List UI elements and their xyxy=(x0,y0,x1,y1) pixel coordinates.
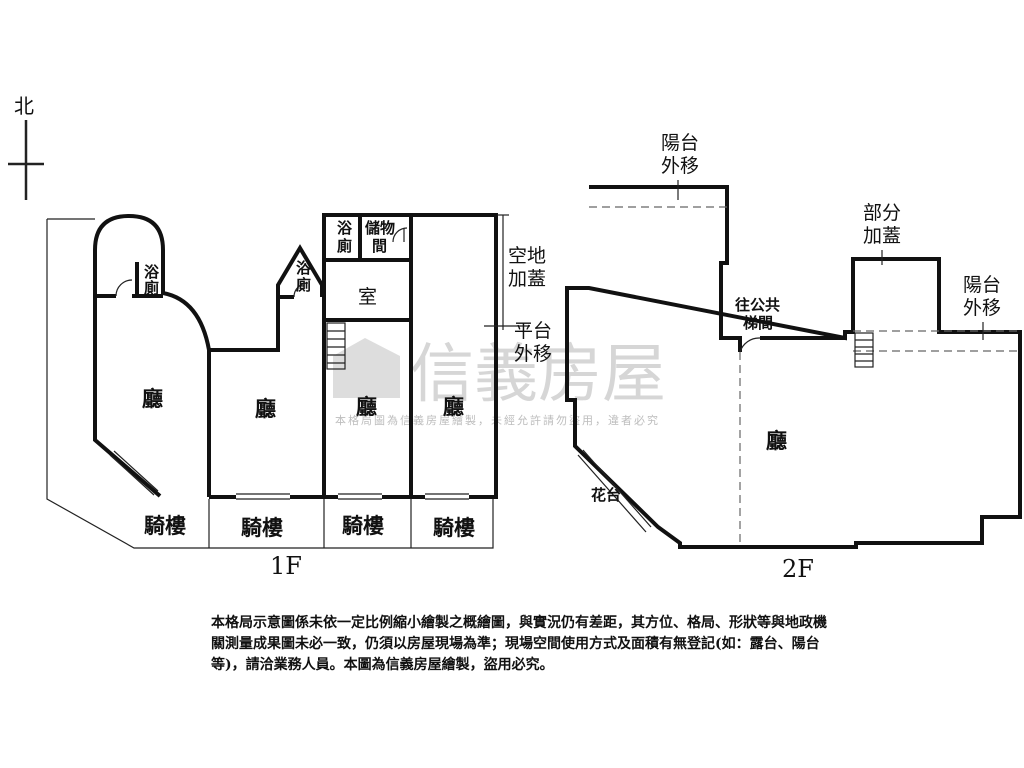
stairwell-label: 梯間 xyxy=(743,314,773,332)
platform-note: 平台 xyxy=(514,320,552,342)
brand-logo-icon xyxy=(333,338,400,398)
stair-icon xyxy=(854,332,874,368)
disclaimer-text: 本格局示意圖係未依一定比例縮小繪製之概繪圖，與實況仍有差距，其方位、格局、形狀等… xyxy=(211,615,827,673)
floor-label-2f: 2F xyxy=(782,555,814,583)
bathroom-label: 浴 xyxy=(337,219,353,237)
stair-icon xyxy=(326,322,346,370)
storage-label: 間 xyxy=(372,237,387,255)
bathroom-label: 廁 xyxy=(337,237,352,255)
stairwell-label: 往公共 xyxy=(735,296,780,314)
arcade-label: 騎樓 xyxy=(144,513,186,538)
balcony-note: 外移 xyxy=(963,297,1001,319)
north-label: 北 xyxy=(14,94,34,118)
platform-note: 外移 xyxy=(514,343,552,365)
watermark: 信義房屋 本格局圖為信義房屋繪製，未經允許請勿盜用，違者必究 xyxy=(333,338,666,427)
bathroom-label: 廁 xyxy=(296,276,311,294)
bathroom-label: 浴 xyxy=(296,259,312,277)
room-label: 室 xyxy=(358,286,377,308)
vacant-addition-note: 加蓋 xyxy=(508,268,546,290)
hall-label: 廳 xyxy=(766,428,787,453)
north-compass: 北 xyxy=(8,94,44,200)
floor-1f-plan: 廳 廳 廳 廳 室 浴 廁 浴 廁 浴 廁 儲物 間 騎樓 騎樓 騎樓 騎樓 空… xyxy=(46,213,552,580)
planter-label: 花台 xyxy=(591,486,621,504)
arcade-label: 騎樓 xyxy=(241,515,283,540)
balcony-note: 外移 xyxy=(661,155,699,177)
partial-addition-note: 部分 xyxy=(863,202,901,224)
hall-label: 廳 xyxy=(142,386,163,411)
balcony-note: 陽台 xyxy=(963,274,1001,296)
arcade-label: 騎樓 xyxy=(342,513,384,538)
floor-label-1f: 1F xyxy=(270,552,302,580)
partial-addition-note: 加蓋 xyxy=(863,225,901,247)
arcade-label: 騎樓 xyxy=(433,515,475,540)
balcony-note: 陽台 xyxy=(661,132,699,154)
hall-label: 廳 xyxy=(255,396,276,421)
hall-label: 廳 xyxy=(443,394,464,419)
bathroom-label: 浴 xyxy=(144,263,160,281)
watermark-brand: 信義房屋 xyxy=(410,338,666,412)
vacant-addition-note: 空地 xyxy=(508,245,546,267)
floor-2f-plan: 陽台 外移 部分 加蓋 陽台 外移 往公共 梯間 花台 廳 2F xyxy=(565,132,1022,583)
bathroom-label: 廁 xyxy=(144,279,159,297)
storage-label: 儲物 xyxy=(365,219,395,237)
hall-label: 廳 xyxy=(356,394,377,419)
